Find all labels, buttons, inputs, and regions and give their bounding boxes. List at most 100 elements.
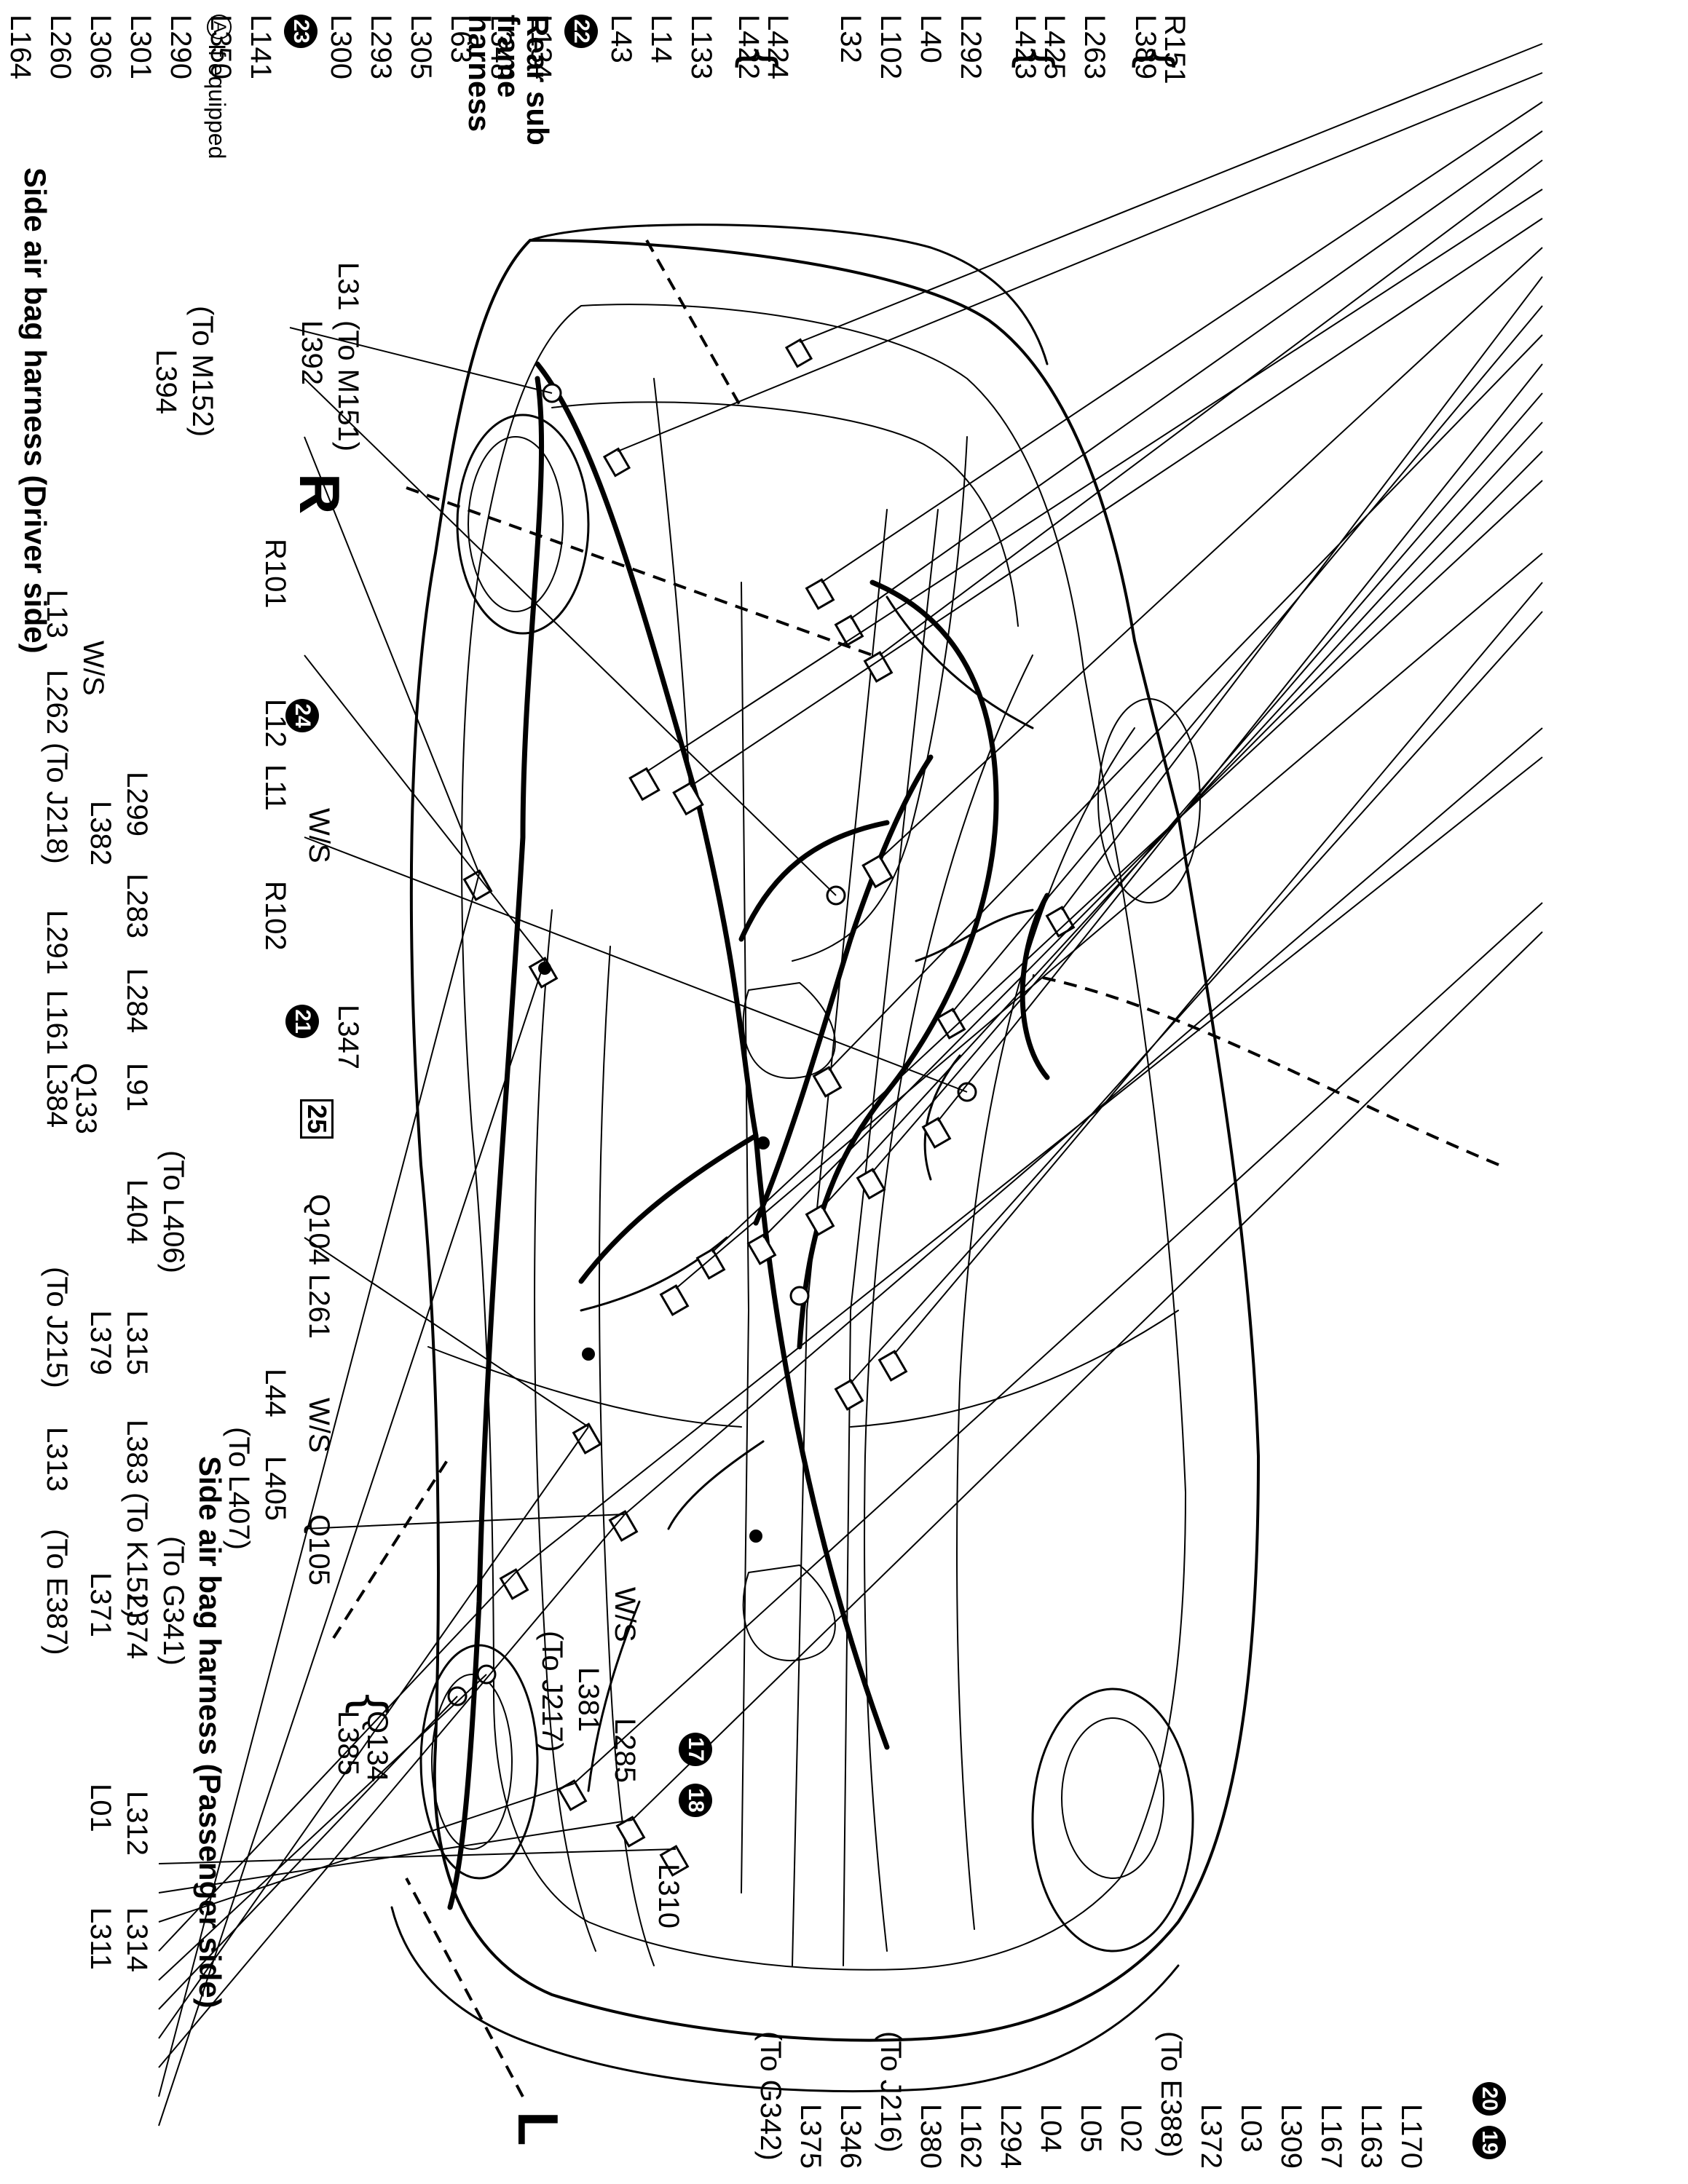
letter-l: L: [506, 2111, 570, 2146]
label-to-L406: (To L406): [157, 1150, 189, 1273]
label-L13: L13: [41, 590, 73, 638]
label-L347: L347: [332, 1005, 364, 1069]
connector-icon: [863, 651, 894, 683]
label-L04: L04: [1035, 2104, 1067, 2153]
label-L261: L261: [303, 1274, 335, 1339]
badge-21: 21: [285, 1005, 319, 1038]
label-L133: L133: [685, 15, 717, 79]
label-WS3: W/S: [303, 1398, 335, 1453]
connector-icon: [856, 1168, 886, 1200]
cabin-line-2: [864, 654, 1033, 1952]
connector-icon: [784, 338, 813, 368]
harness-trunk-main: [535, 361, 890, 1750]
front-bumper-line: [390, 1906, 1180, 2092]
label-L404: L404: [121, 1179, 153, 1244]
label-WS4: W/S: [609, 1587, 641, 1642]
connector-icon: [805, 578, 835, 610]
connector-icon: [499, 1568, 529, 1600]
connector-icon: [659, 1845, 690, 1877]
label-L63: L63: [445, 15, 477, 63]
front-right-wheel-well: [1031, 1688, 1194, 1952]
label-L383: L383: [121, 1420, 153, 1484]
seat-outline-1: [742, 982, 836, 1079]
label-L02: L02: [1115, 2104, 1147, 2153]
badge-23: 23: [284, 15, 318, 48]
label-to-M151: (To M151): [332, 320, 364, 452]
label-R102: R102: [259, 881, 291, 951]
label-L32: L32: [835, 15, 867, 63]
dash-driver-side: [1032, 974, 1499, 1166]
label-L384: L384: [41, 1063, 73, 1128]
label-L161: L161: [41, 990, 73, 1055]
label-L163: L163: [1355, 2104, 1387, 2169]
label-L05: L05: [1075, 2104, 1107, 2153]
label-L167: L167: [1315, 2104, 1347, 2169]
label-WS1: W/S: [77, 641, 109, 696]
tunnel-line-1: [843, 509, 939, 1966]
badge-20: 20: [1472, 2082, 1506, 2116]
rear-bumper-line: [529, 223, 1049, 365]
label-L299: L299: [121, 772, 153, 836]
label-L12: L12: [259, 699, 291, 748]
tunnel-line-3: [741, 582, 749, 1894]
label-L134: L134: [525, 15, 557, 79]
label-L43: L43: [605, 15, 637, 63]
label-L310: L310: [652, 1864, 685, 1928]
splice-dot-group: [538, 962, 770, 1543]
connector-icon: [572, 1423, 602, 1455]
connector-icon: [1045, 906, 1076, 938]
connector-icon: [877, 1350, 908, 1382]
label-L141: L141: [245, 15, 277, 79]
label-to-G342: (To G342): [754, 2031, 786, 2161]
label-L40: L40: [915, 15, 947, 63]
label-L350: L350: [205, 15, 237, 79]
connector-icon: [805, 1204, 835, 1236]
label-L294: L294: [995, 2104, 1027, 2169]
label-to-J217: (To J217): [536, 1631, 568, 1752]
dash-passenger: [332, 1455, 451, 1639]
connector-icon: [659, 1284, 690, 1316]
label-L290: L290: [165, 15, 197, 79]
label-Q134: Q134: [361, 1711, 393, 1782]
label-L03: L03: [1235, 2104, 1267, 2153]
letter-r: R: [288, 473, 352, 515]
connector-icon: [628, 767, 660, 802]
label-L346: L346: [835, 2104, 867, 2169]
dash-rear-sub-frame: [645, 240, 743, 408]
label-L309: L309: [1275, 2104, 1307, 2169]
harness-thin-2: [915, 909, 1034, 962]
label-to-J215: (To J215): [41, 1267, 73, 1388]
label-L424: L424: [762, 15, 794, 79]
label-L314: L314: [121, 1907, 153, 1972]
splice-dot-icon: [749, 1530, 762, 1543]
harness-trunk-center: [753, 754, 934, 1226]
label-L291: L291: [41, 910, 73, 975]
label-L372: L372: [1195, 2104, 1227, 2169]
badge-25: 25: [300, 1099, 334, 1139]
splice-dot-icon: [757, 1136, 770, 1150]
label-L284: L284: [121, 968, 153, 1033]
connector-icon: [921, 1117, 952, 1149]
harness-thin-5: [587, 1600, 641, 1792]
front-right-wheel-inner: [1061, 1717, 1164, 1879]
harness-trunk-right: [797, 579, 999, 1350]
label-WS2: W/S: [303, 808, 335, 863]
leader-bottom: [158, 873, 677, 2126]
harness-thin-6: [667, 1440, 765, 1530]
side-airbag-driver-label: Side air bag harness (Driver side): [18, 167, 52, 654]
harness-branch-2: [738, 820, 890, 942]
label-to-L407: (To L407): [223, 1427, 255, 1550]
label-R101: R101: [259, 539, 291, 609]
side-airbag-passenger-label: Side air bag harness (Passenger side): [193, 1456, 227, 2009]
harness-thin-3: [923, 1054, 961, 1181]
badge-22: 22: [564, 15, 598, 48]
label-L379: L379: [84, 1310, 117, 1375]
label-L170: L170: [1395, 2104, 1427, 2169]
label-L260: L260: [44, 15, 76, 79]
label-L263: L263: [1078, 15, 1111, 79]
connector-icon: [557, 1779, 588, 1811]
connector-icon: [695, 1248, 726, 1280]
connector-icon: [602, 447, 631, 478]
label-L382: L382: [84, 801, 117, 866]
